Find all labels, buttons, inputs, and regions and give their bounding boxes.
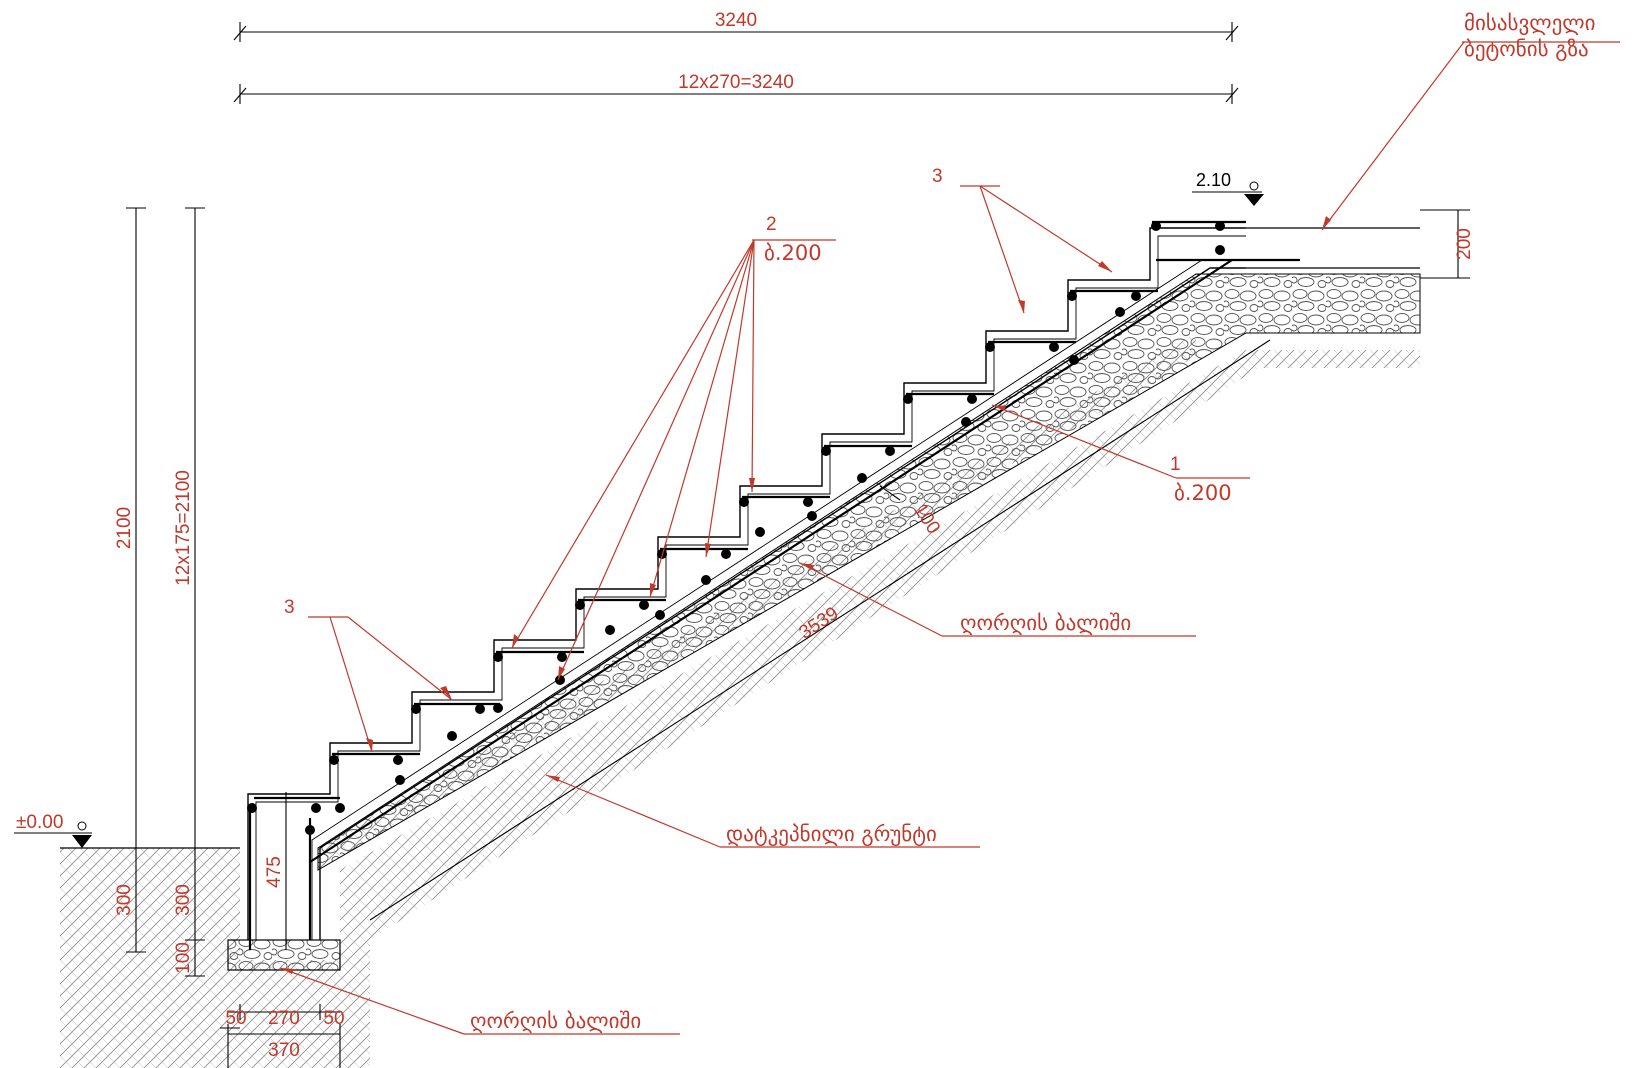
level-ground-label: ±0.00 xyxy=(16,812,63,833)
rebar-2-label: 2 xyxy=(766,214,777,235)
rebar-dots xyxy=(247,221,1225,835)
level-top-label: 2.10 xyxy=(1196,170,1231,190)
level-marker-top xyxy=(1192,181,1264,206)
level-marker-ground xyxy=(14,821,92,848)
rebar-3-upper-label: 3 xyxy=(932,166,943,187)
gravel-cushion-slope xyxy=(317,273,1421,871)
dim-bottom-50-left: 50 xyxy=(225,1008,246,1029)
dim-top-steps: 12x270=3240 xyxy=(678,72,794,93)
dim-landing-thickness: 200 xyxy=(1454,228,1475,260)
approach-slab-label-line2: ბეტონის გზა xyxy=(1464,37,1589,61)
dim-left-300-a: 300 xyxy=(114,884,135,916)
leader-arrows xyxy=(280,216,1331,974)
dimension-lines xyxy=(126,22,1470,1068)
dim-left-100: 100 xyxy=(173,942,194,974)
dim-bottom-50-right: 50 xyxy=(323,1008,344,1029)
gravel-cushion-footing-label: ღორღის ბალიში xyxy=(470,1009,641,1033)
rebar-3-lower-label: 3 xyxy=(284,597,295,618)
dim-footing-height: 475 xyxy=(264,856,285,888)
dim-bottom-370: 370 xyxy=(268,1040,300,1061)
gravel-cushion-footing xyxy=(227,939,341,971)
dim-top-total: 3240 xyxy=(715,10,757,31)
rebar-2-spacing-label: ბ.200 xyxy=(764,241,822,265)
leader-lines xyxy=(279,41,1620,1035)
gravel-cushion-slope-label: ღორღის ბალიში xyxy=(960,611,1131,635)
dim-left-total: 2100 xyxy=(114,507,135,549)
rebar-1-label: 1 xyxy=(1170,454,1181,475)
approach-slab-label-line1: მისასვლელი xyxy=(1464,11,1595,35)
rebar-1-spacing-label: ბ.200 xyxy=(1174,481,1232,505)
dim-left-300-b: 300 xyxy=(173,884,194,916)
dim-left-steps: 12x175=2100 xyxy=(173,470,194,586)
compacted-soil-label: დატკეპნილი გრუნტი xyxy=(726,822,937,846)
stair-concrete-outline xyxy=(247,227,1420,940)
dim-bottom-270: 270 xyxy=(268,1008,300,1029)
